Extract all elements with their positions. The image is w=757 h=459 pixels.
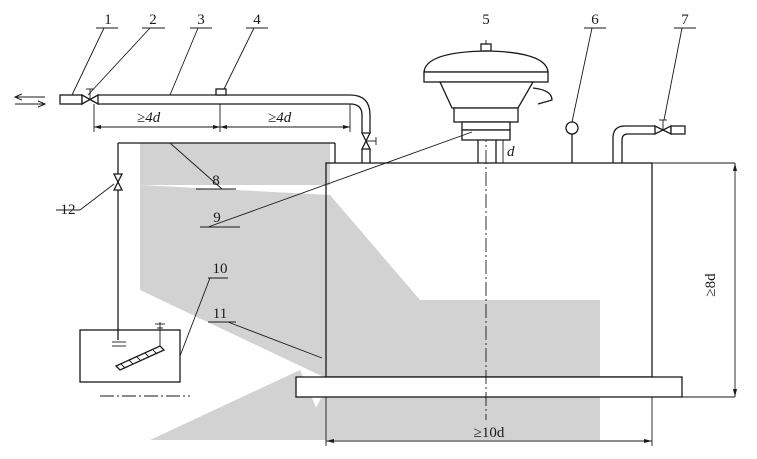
shaded-region (140, 143, 600, 440)
callout-10: 10 (213, 261, 228, 277)
dim-tank-height: ≥8d (703, 273, 719, 297)
callout-2: 2 (149, 12, 157, 28)
tank-width-dimension: ≥10d (326, 425, 652, 443)
callout-6: 6 (591, 12, 599, 28)
dim-pipe-right: ≥4d (268, 110, 292, 126)
dim-diameter: d (507, 144, 515, 160)
callout-3: 3 (197, 12, 205, 28)
tank-base (295, 376, 683, 398)
receiver-box (79, 322, 190, 397)
breather-valve (423, 43, 553, 163)
callout-8: 8 (212, 173, 220, 189)
tank (295, 162, 735, 446)
callout-5: 5 (482, 12, 490, 28)
callout-1: 1 (104, 12, 112, 28)
callout-11: 11 (213, 306, 227, 322)
callout-4: 4 (253, 12, 261, 28)
gauge (565, 121, 579, 163)
pipe-dimensions: ≥4d ≥4d (93, 104, 351, 132)
callout-12: 12 (61, 202, 76, 218)
callout-7: 7 (681, 12, 689, 28)
callout-9: 9 (213, 210, 221, 226)
sample-line (112, 142, 336, 340)
flow-arrows (15, 97, 45, 104)
dim-tank-width: ≥10d (474, 425, 505, 441)
dim-pipe-left: ≥4d (137, 110, 161, 126)
horizontal-pipe (59, 88, 377, 163)
leader-lines (56, 27, 696, 359)
callouts: 1 2 3 4 5 6 7 8 9 10 11 12 (61, 12, 690, 322)
right-pipe (612, 119, 686, 163)
tank-height-dimension: ≥8d (703, 163, 737, 397)
